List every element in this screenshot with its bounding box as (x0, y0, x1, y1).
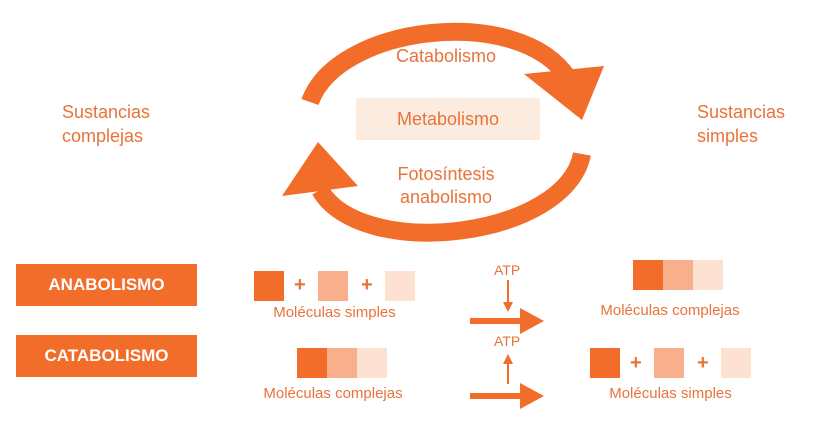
top-cycle-arrowhead (524, 66, 604, 120)
anabolismo-output-caption: Moléculas complejas (600, 302, 740, 319)
metabolismo-box (356, 98, 540, 140)
simple-molecule-3 (721, 348, 751, 378)
bottom-cycle-arrowhead (282, 142, 358, 196)
catabolismo-atp-up-arrowhead (503, 354, 513, 364)
simple-molecule-3 (385, 271, 415, 301)
catabolismo-atp-label: ATP (494, 333, 521, 349)
top-cycle-arc (301, 22, 576, 106)
sustancias-complejas-line2: complejas (62, 126, 144, 146)
plus-sign: + (630, 352, 642, 374)
anabolismo-atp-down-arrowhead (503, 302, 513, 312)
catabolismo-input-caption: Moléculas complejas (263, 385, 403, 402)
simple-molecule-1 (254, 271, 284, 301)
anabolismo-input-caption: Moléculas simples (273, 304, 396, 321)
simple-molecule-2 (654, 348, 684, 378)
complex-molecule-segment-3 (693, 260, 723, 290)
anabolismo-main-arrow-shaft (470, 318, 522, 324)
plus-sign: + (361, 274, 373, 296)
complex-molecule-segment-2 (327, 348, 357, 378)
simple-molecule-1 (590, 348, 620, 378)
sustancias-complejas-line1: Sustancias (62, 102, 151, 122)
sustancias-simples-line1: Sustancias (697, 102, 786, 122)
complex-molecule-segment-2 (663, 260, 693, 290)
catabolismo-cycle-label: Catabolismo (395, 46, 497, 66)
anabolismo-atp-label: ATP (494, 262, 521, 278)
catabolismo-label-box: CATABOLISMO (16, 335, 197, 377)
anabolismo-cycle-label: anabolismo (399, 187, 493, 207)
catabolismo-output-caption: Moléculas simples (609, 385, 732, 402)
plus-sign: + (294, 274, 306, 296)
simple-molecule-2 (318, 271, 348, 301)
sustancias-simples-line2: simples (697, 126, 759, 146)
anabolismo-main-arrowhead (520, 308, 544, 334)
catabolismo-main-arrow-shaft (470, 393, 522, 399)
complex-molecule-segment-3 (357, 348, 387, 378)
metabolismo-label: Metabolismo (396, 109, 500, 129)
catabolismo-main-arrowhead (520, 383, 544, 409)
complex-molecule-segment-1 (633, 260, 663, 290)
bottom-cycle-arc (312, 151, 591, 242)
anabolismo-label-box: ANABOLISMO (16, 264, 197, 306)
plus-sign: + (697, 352, 709, 374)
complex-molecule-segment-1 (297, 348, 327, 378)
fotosintesis-label: Fotosíntesis (397, 164, 495, 184)
